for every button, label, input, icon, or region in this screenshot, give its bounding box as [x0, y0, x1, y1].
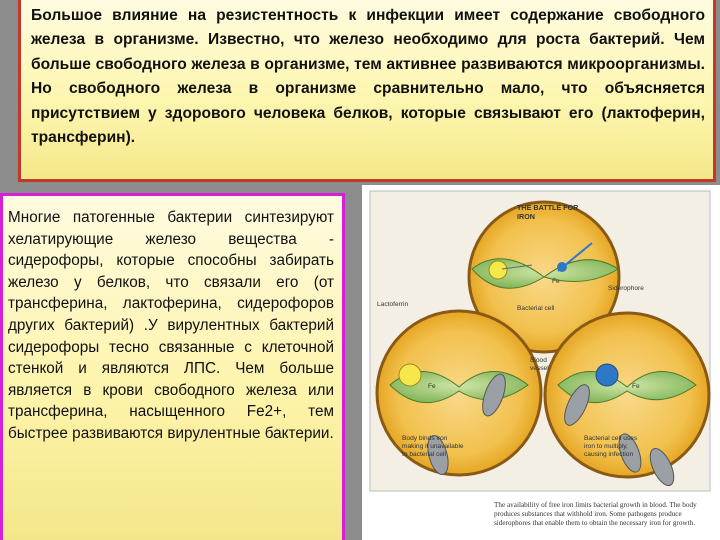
figure-title: THE BATTLE FOR IRON — [517, 203, 579, 221]
siderophore-text: Многие патогенные бактерии синтезируют х… — [8, 209, 334, 442]
label-fe-left: Fe — [428, 383, 436, 390]
label-body-binds-iron: Body binds iron making it unavailable to… — [402, 435, 464, 458]
label-bacterial-cell-uses-iron: Bacterial cell uses iron to multiply, ca… — [584, 435, 638, 458]
intro-text: Большое влияние на резистентность к инфе… — [31, 7, 705, 147]
figure-caption: The availability of free iron limits bac… — [494, 501, 697, 527]
bottom-right-vessel-circle — [543, 311, 711, 487]
label-bacterial-cell: Bacterial cell — [517, 305, 555, 312]
battle-for-iron-figure: THE BATTLE FOR IRON Siderophore Lactofer… — [362, 185, 720, 540]
top-vessel-circle — [467, 200, 621, 354]
label-fe-top: Fe — [552, 278, 560, 285]
label-blood-vessel: Blood vessel — [530, 357, 549, 372]
label-fe-right: Fe — [632, 383, 640, 390]
bottom-left-vessel-circle — [375, 309, 543, 477]
label-siderophore: Siderophore — [608, 285, 644, 292]
intro-text-box: Большое влияние на резистентность к инфе… — [18, 0, 716, 182]
label-lactoferrin: Lactoferrin — [377, 301, 409, 308]
siderophore-text-box: Многие патогенные бактерии синтезируют х… — [0, 193, 345, 540]
figure-illustration — [369, 190, 711, 492]
